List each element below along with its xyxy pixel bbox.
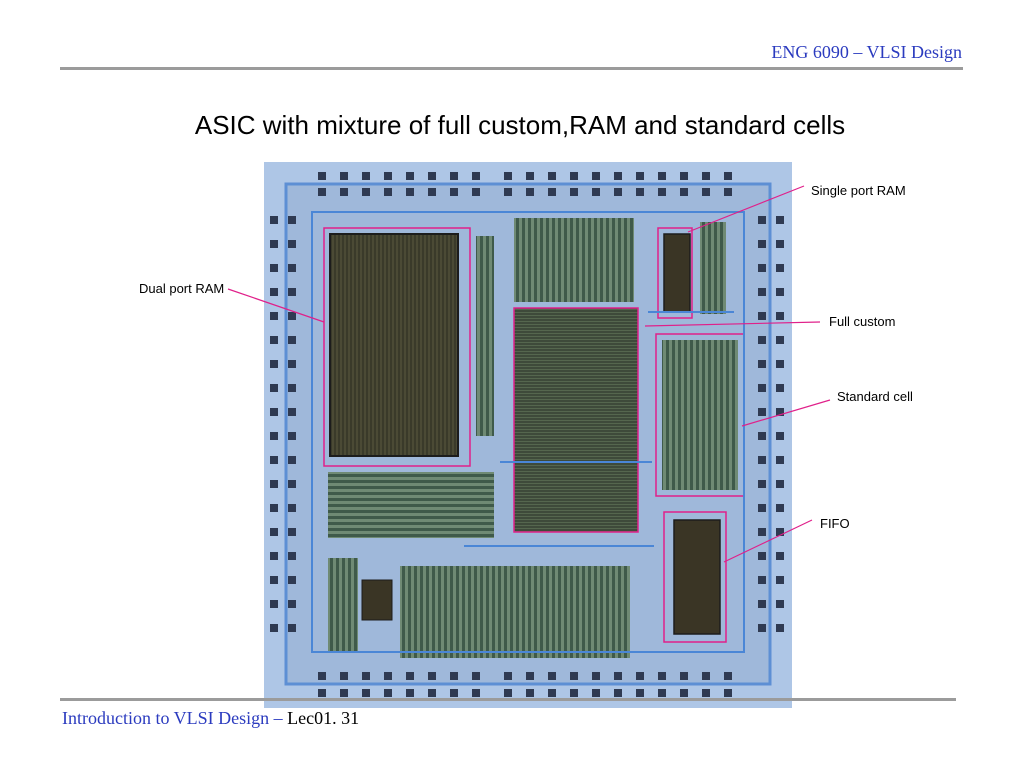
label-full-custom: Full custom (829, 314, 896, 329)
slide-title: ASIC with mixture of full custom,RAM and… (194, 110, 846, 140)
chip-die-photo (264, 162, 792, 708)
footer-divider (60, 698, 956, 701)
footer-lecture: Lec01. 31 (287, 708, 360, 728)
footer-separator: – (273, 708, 283, 728)
header-divider (60, 67, 963, 70)
course-header: ENG 6090 – VLSI Design (771, 42, 962, 62)
label-fifo: FIFO (820, 516, 850, 531)
slide-footer: Introduction to VLSI Design – Lec01. 31 (62, 708, 359, 729)
label-dual-port-ram: Dual port RAM (139, 281, 225, 296)
footer-course: Introduction to VLSI Design (62, 708, 270, 728)
label-single-port-ram: Single port RAM (811, 183, 906, 198)
label-standard-cell: Standard cell (837, 389, 913, 404)
